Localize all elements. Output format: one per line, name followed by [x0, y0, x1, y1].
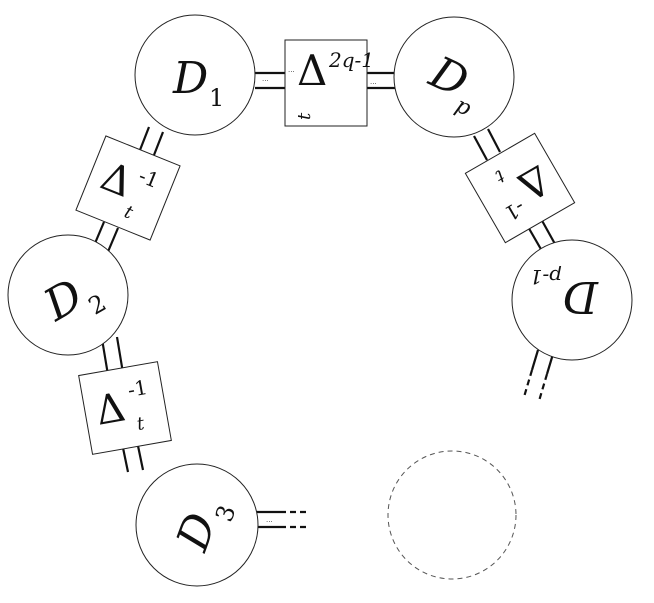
wire-d1-left1 — [138, 126, 165, 156]
disc-d3: D 3 ... — [135, 463, 273, 587]
disc-dp1-main: D — [563, 271, 599, 322]
wire-d3-open — [256, 510, 306, 529]
wire-dp1-open — [522, 349, 555, 402]
disc-d3-dots: ... — [266, 516, 273, 524]
box-top-main: Δ — [297, 46, 327, 95]
box-right1: Δ -1 t — [464, 132, 576, 244]
disc-d1: D 1 ... — [134, 14, 269, 136]
disc-d1-dots: ... — [262, 75, 269, 83]
box-left1: Δ -1 t — [75, 135, 181, 241]
disc-d1-sub: 1 — [209, 84, 224, 112]
disc-dp1: D p-1 — [511, 239, 633, 361]
box-top: Δ 2q-1 t ... — [284, 39, 374, 127]
wire-d1-top — [255, 71, 290, 90]
box-left2-sub: t — [135, 413, 147, 435]
box-top-sup: 2q-1 — [328, 48, 374, 72]
box-top-sub: t — [294, 112, 315, 120]
disc-dp-dots: ... — [370, 78, 377, 86]
wire-dp-right1 — [473, 128, 501, 161]
box-left2-sup: -1 — [126, 375, 149, 402]
disc-d2: D 2 — [7, 234, 129, 356]
wires — [91, 71, 556, 529]
disc-d1-main: D — [172, 53, 208, 104]
disc-dp: D p ... — [370, 16, 515, 138]
box-left2: Δ -1 t — [78, 361, 172, 455]
box-top-dots-left: ... — [288, 66, 295, 74]
placeholder-disc — [387, 450, 517, 580]
wire-d2-left2 — [100, 336, 125, 376]
disc-dp1-sub: p-1 — [530, 265, 562, 289]
